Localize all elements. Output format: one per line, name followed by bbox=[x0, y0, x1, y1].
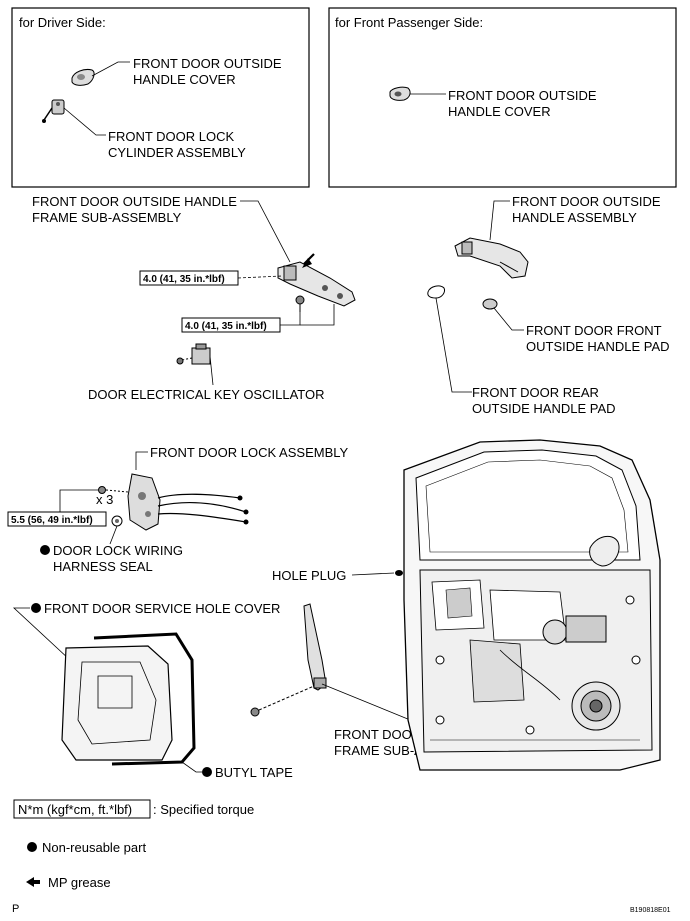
outside-handle-cover-driver-icon bbox=[71, 69, 95, 86]
key-oscillator-icon bbox=[176, 343, 211, 365]
passenger-panel-title: for Front Passenger Side: bbox=[335, 15, 483, 30]
label-outside-handle-2: HANDLE ASSEMBLY bbox=[512, 210, 637, 225]
non-reusable-dot-seal bbox=[40, 545, 50, 555]
hole-plug-icon bbox=[395, 570, 403, 576]
service-hole-cover-icon bbox=[61, 632, 196, 766]
label-wiring-seal-2: HARNESS SEAL bbox=[53, 559, 153, 574]
label-outside-cover-passenger-2: HANDLE COVER bbox=[448, 104, 551, 119]
lock-screw-icon bbox=[98, 486, 129, 494]
label-rear-pad-2: OUTSIDE HANDLE PAD bbox=[472, 401, 616, 416]
front-door-icon bbox=[403, 439, 661, 771]
torque-lock-assembly: 5.5 (56, 49 in.*lbf) bbox=[11, 515, 93, 526]
legend: N*m (kgf*cm, ft.*lbf) : Specified torque… bbox=[13, 799, 254, 890]
legend-mp-grease: MP grease bbox=[48, 875, 111, 890]
non-reusable-dot-butyl bbox=[202, 767, 212, 777]
label-outside-cover-driver-2: HANDLE COVER bbox=[133, 72, 236, 87]
outside-handle-cover-passenger-icon bbox=[389, 86, 411, 101]
passenger-side-panel: for Front Passenger Side: FRONT DOOR OUT… bbox=[328, 7, 677, 188]
lock-assembly-icon bbox=[127, 473, 249, 531]
lock-cylinder-icon bbox=[42, 99, 65, 123]
legend-non-reusable: Non-reusable part bbox=[42, 840, 146, 855]
label-handle-frame-2: FRAME SUB-ASSEMBLY bbox=[32, 210, 182, 225]
outside-handle-icon bbox=[454, 237, 529, 279]
lower-frame-bolt-icon bbox=[250, 685, 315, 717]
handle-frame-bolt-icon bbox=[295, 295, 305, 312]
front-pad-icon bbox=[482, 298, 498, 310]
label-hole-plug: HOLE PLUG bbox=[272, 568, 346, 583]
wiring-seal-icon bbox=[111, 515, 123, 527]
legend-torque-text: : Specified torque bbox=[153, 802, 254, 817]
label-front-pad-2: OUTSIDE HANDLE PAD bbox=[526, 339, 670, 354]
non-reusable-dot-cover bbox=[31, 603, 41, 613]
handle-frame-icon bbox=[277, 253, 356, 307]
label-service-cover: FRONT DOOR SERVICE HOLE COVER bbox=[44, 601, 280, 616]
label-outside-handle-1: FRONT DOOR OUTSIDE bbox=[512, 194, 661, 209]
label-lock-assembly: FRONT DOOR LOCK ASSEMBLY bbox=[150, 445, 349, 460]
footer-right: B190818E01 bbox=[630, 907, 671, 914]
torque-handle-frame-upper: 4.0 (41, 35 in.*lbf) bbox=[143, 274, 225, 285]
footer-left: P bbox=[12, 903, 19, 915]
label-x3: x 3 bbox=[96, 492, 113, 507]
label-lock-cylinder-1: FRONT DOOR LOCK bbox=[108, 129, 234, 144]
label-front-pad-1: FRONT DOOR FRONT bbox=[526, 323, 662, 338]
label-wiring-seal-1: DOOR LOCK WIRING bbox=[53, 543, 183, 558]
mp-grease-arrow-icon bbox=[26, 877, 40, 887]
driver-panel-title: for Driver Side: bbox=[19, 15, 106, 30]
label-key-oscillator: DOOR ELECTRICAL KEY OSCILLATOR bbox=[88, 387, 324, 402]
label-handle-frame-1: FRONT DOOR OUTSIDE HANDLE bbox=[32, 194, 237, 209]
label-outside-cover-passenger-1: FRONT DOOR OUTSIDE bbox=[448, 88, 597, 103]
label-butyl-tape: BUTYL TAPE bbox=[215, 765, 293, 780]
driver-side-panel: for Driver Side: FRONT DOOR OUTSIDE HAND… bbox=[11, 7, 310, 188]
legend-torque-box: N*m (kgf*cm, ft.*lbf) bbox=[18, 802, 132, 817]
rear-pad-icon bbox=[427, 285, 445, 299]
lower-frame-icon bbox=[303, 603, 327, 691]
label-outside-cover-driver-1: FRONT DOOR OUTSIDE bbox=[133, 56, 282, 71]
label-rear-pad-1: FRONT DOOR REAR bbox=[472, 385, 599, 400]
label-lock-cylinder-2: CYLINDER ASSEMBLY bbox=[108, 145, 246, 160]
torque-handle-frame-lower: 4.0 (41, 35 in.*lbf) bbox=[185, 321, 267, 332]
legend-non-reusable-dot bbox=[27, 842, 37, 852]
